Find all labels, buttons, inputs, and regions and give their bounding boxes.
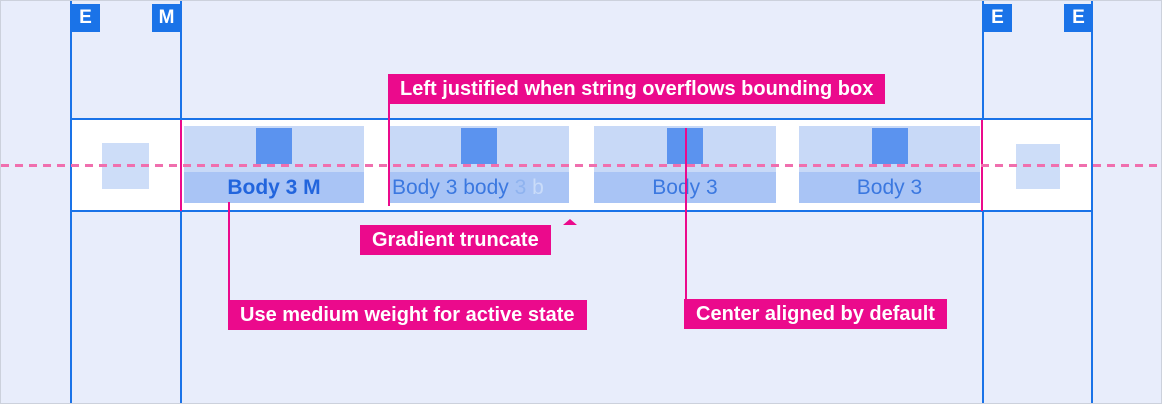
spacing-marker-e-right-inner: E <box>983 4 1012 32</box>
connector-medium-weight <box>228 202 230 300</box>
square-icon-placeholder <box>871 128 908 164</box>
tab-label-truncated: Body 3 body 3 b <box>388 172 569 203</box>
callout-gradient-truncate: Gradient truncate <box>360 219 577 255</box>
tab-label: Body 3 <box>799 172 980 203</box>
square-icon-placeholder <box>256 128 292 164</box>
connector-center-aligned <box>685 128 687 299</box>
tab-label-segment-mid: 3 <box>514 176 533 199</box>
connector-left-justified <box>388 102 390 206</box>
spacing-marker-m: M <box>152 4 181 32</box>
callout-gradient-truncate-label: Gradient truncate <box>372 229 539 251</box>
tab-label-segment-faint: b <box>532 176 544 199</box>
spacing-marker-e-right-outer: E <box>1064 4 1093 32</box>
tab-label-segment-strong: Body 3 body <box>392 176 515 199</box>
square-icon-placeholder <box>460 128 497 164</box>
pointer-tail-up-icon <box>563 219 577 225</box>
spacing-marker-e-left: E <box>71 4 100 32</box>
callout-medium-weight: Use medium weight for active state <box>228 300 587 330</box>
callout-center-aligned: Center aligned by default <box>684 299 947 329</box>
tab-label: Body 3 M <box>184 172 364 203</box>
callout-left-justified: Left justified when string overflows bou… <box>388 74 886 104</box>
baseline-dashed-line <box>1 164 1161 167</box>
